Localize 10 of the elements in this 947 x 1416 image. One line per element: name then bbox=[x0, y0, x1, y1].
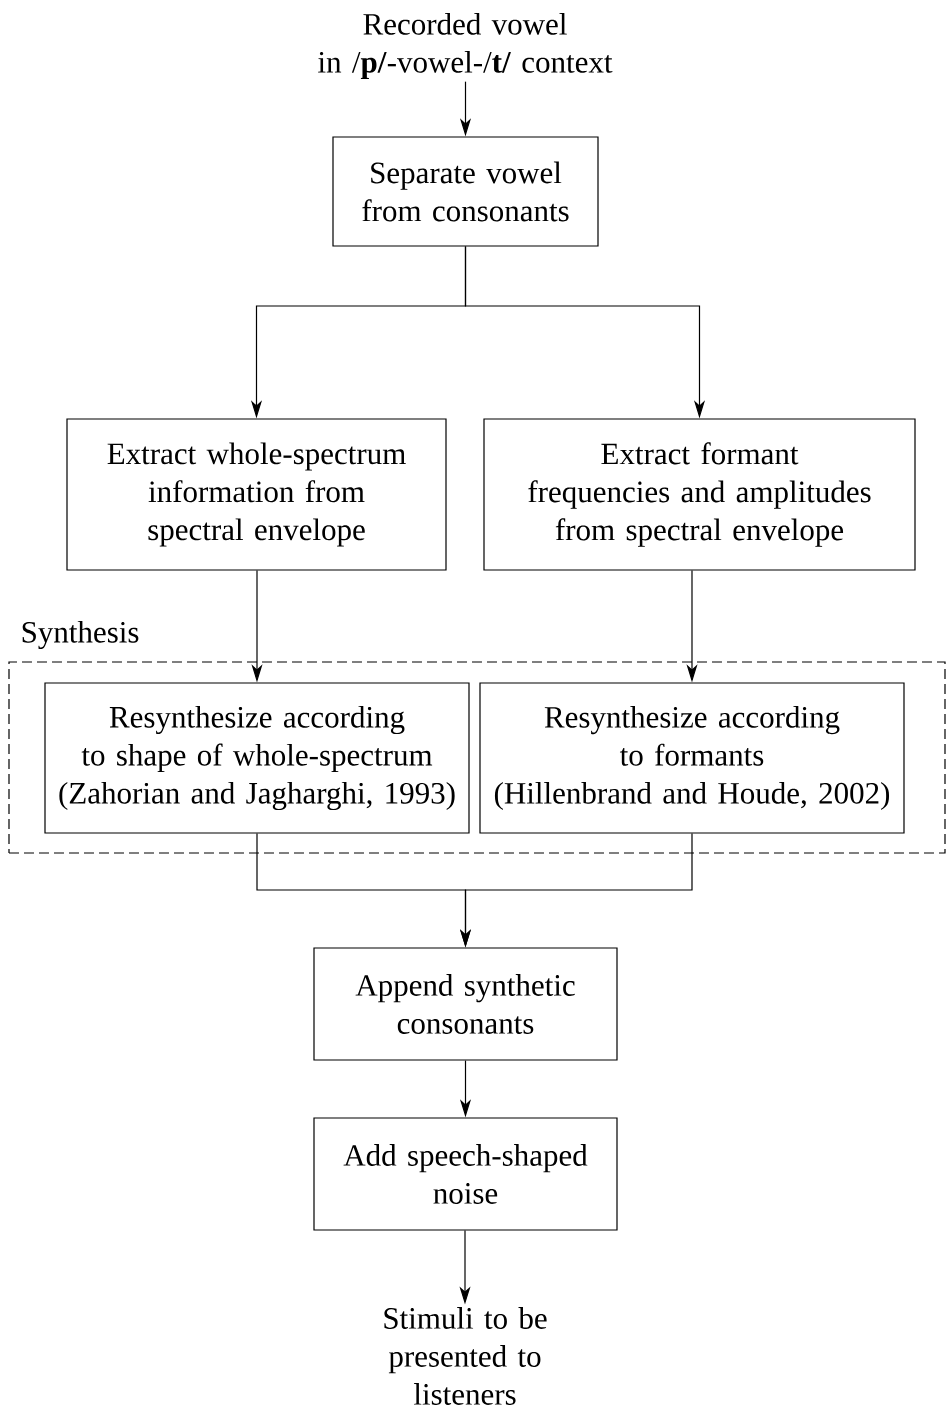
process-box: Extract whole-spectrum information from spectral envelope bbox=[66, 418, 447, 571]
process-box: Resynthesize according to shape of whole-spectrum (Zahorian and Jagharghi, 1993) bbox=[44, 682, 470, 834]
process-box: Separate vowel from consonants bbox=[332, 136, 599, 247]
process-box: Append synthetic consonants bbox=[313, 947, 618, 1061]
process-box: Add speech-shaped noise bbox=[313, 1117, 618, 1231]
flow-text: Stimuli to be presented to listeners bbox=[384, 1307, 547, 1405]
group-label: Synthesis bbox=[22, 620, 139, 650]
process-box: Resynthesize according to formants (Hillenbrand and Houde, 2002) bbox=[479, 682, 905, 834]
process-box: Extract formant frequencies and amplitudes from spectral envelope bbox=[483, 418, 916, 571]
flow-text: Recorded vowel in /p/-vowel-/t/ context bbox=[318, 12, 613, 80]
